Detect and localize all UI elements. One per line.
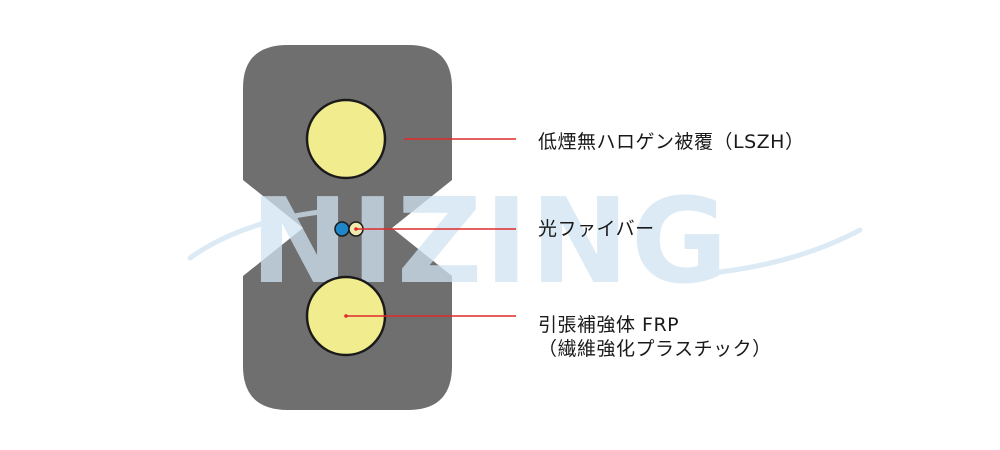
optical-fiber-blue [334,221,350,237]
label-frp-line2: （繊維強化プラスチック） [538,338,772,360]
label-frp-line1: 引張補強体 FRP [538,314,680,336]
label-frp-strength-member: 引張補強体 FRP （繊維強化プラスチック） [538,313,772,361]
watermark: NIZING [187,172,863,310]
leader-dot-frp [344,314,348,318]
label-lszh-sheath: 低煙無ハロゲン被覆（LSZH） [538,131,805,153]
strength-member-top [305,98,387,180]
watermark-swoosh-right [717,227,863,275]
label-optical-fiber: 光ファイバー [538,218,655,240]
watermark-swoosh-left [187,209,323,261]
leader-dot-fiber [354,227,358,231]
